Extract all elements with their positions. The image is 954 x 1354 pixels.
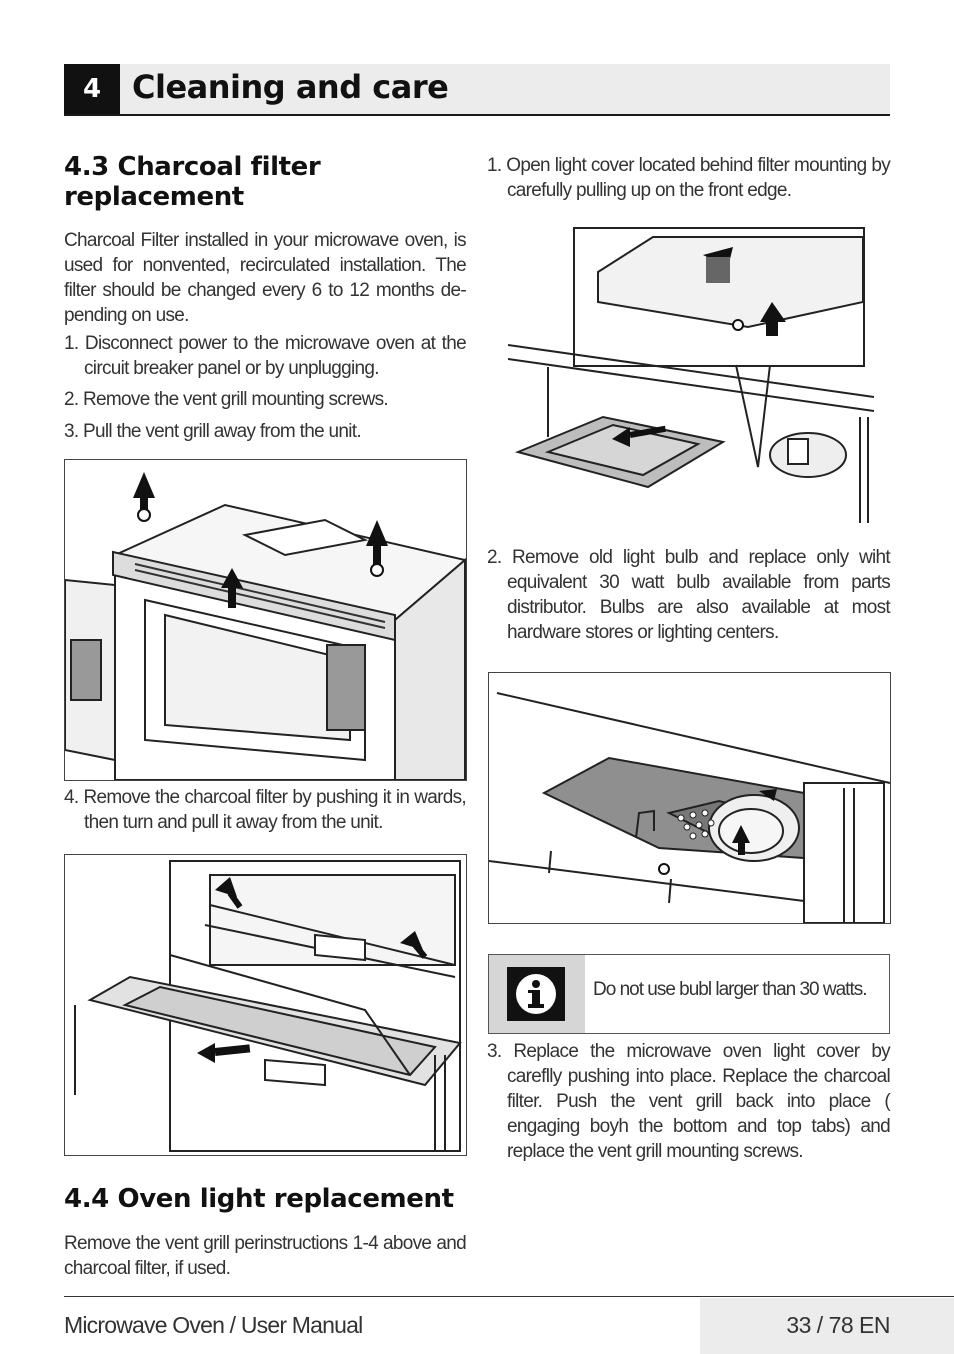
page-number: 33 / 78 EN (786, 1312, 890, 1338)
footer-page-box (700, 1298, 954, 1354)
info-icon (507, 967, 565, 1021)
step-4-4-3: 3. Replace the microwave oven light cove… (487, 1041, 891, 1162)
section-4-3-heading: 4.3 Charcoal filter replacement (64, 152, 321, 212)
chapter-number: 4 (64, 64, 120, 114)
figure-charcoal-filter-removal (64, 854, 467, 1156)
section-4-3-intro: Charcoal Filter installed in your microw… (64, 230, 467, 326)
chapter-title: Cleaning and care (132, 68, 449, 106)
figure-bulb-replacement (488, 672, 891, 924)
chapter-header: 4 Cleaning and care (64, 64, 890, 116)
footer-divider (64, 1296, 954, 1297)
step-4-3-3: 3. Pull the vent grill away from the uni… (64, 421, 362, 442)
notice-text: Do not use bubl larger than 30 watts. (593, 979, 868, 1000)
notice-box: Do not use bubl larger than 30 watts. (488, 954, 890, 1034)
step-4-3-1: 1. Disconnect power to the microwave ove… (64, 333, 467, 379)
section-4-4-intro: Remove the vent grill perinstructions 1-… (64, 1233, 467, 1279)
figure-light-cover (508, 227, 874, 527)
step-4-4-1: 1. Open light cover located behind filte… (487, 155, 891, 201)
step-4-3-4: 4. Remove the charcoal filter by pushing… (64, 787, 467, 833)
section-4-4-heading: 4.4 Oven light replacement (64, 1184, 454, 1214)
step-4-4-2: 2. Remove old light bulb and replace onl… (487, 547, 891, 643)
notice-icon-area (489, 955, 585, 1033)
step-4-3-2: 2. Remove the vent grill mounting screws… (64, 389, 389, 410)
figure-vent-grill-removal (64, 459, 467, 781)
footer-manual-title: Microwave Oven / User Manual (64, 1312, 363, 1338)
